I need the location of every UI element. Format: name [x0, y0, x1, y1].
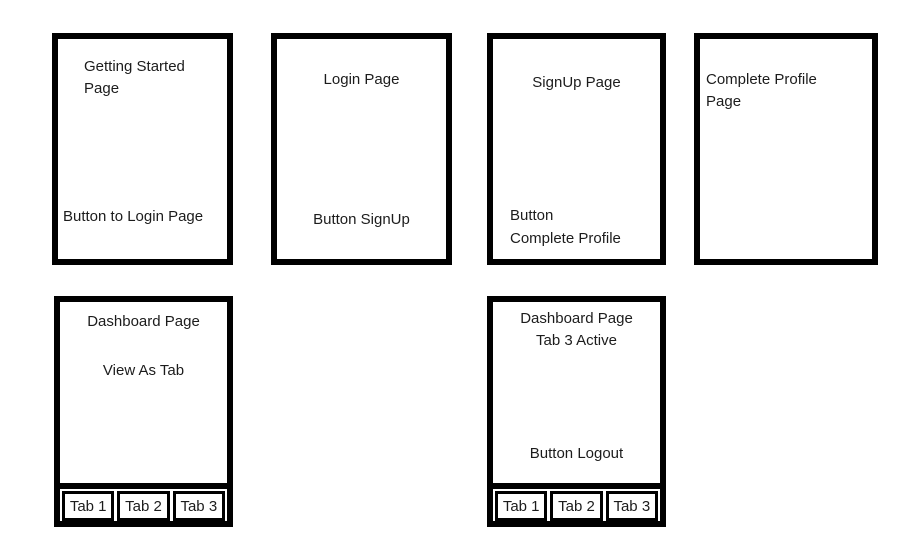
tab-1[interactable]: Tab 1	[62, 491, 115, 521]
frame-login-page: Login Page Button SignUp	[271, 33, 452, 265]
dashboard-tab3-page-title: Dashboard Page	[520, 310, 633, 327]
tab-3-active-label: Tab 3 Active	[536, 332, 617, 349]
frame-dashboard-page-tab3-active: Dashboard Page Tab 3 Active Button Logou…	[487, 296, 666, 527]
frame-complete-profile-page: Complete Profile Page	[694, 33, 878, 265]
complete-profile-page-title: Complete Profile Page	[706, 71, 817, 110]
frame-signup-page: SignUp Page Button Complete Profile	[487, 33, 666, 265]
getting-started-page-title: Getting Started Page	[84, 58, 185, 97]
frame-getting-started-page: Getting Started Page Button to Login Pag…	[52, 33, 233, 265]
tab-3[interactable]: Tab 3	[172, 491, 225, 521]
tab-2[interactable]: Tab 2	[550, 491, 603, 521]
logout-button-label[interactable]: Button Logout	[529, 445, 624, 462]
tab-3[interactable]: Tab 3	[605, 491, 658, 521]
complete-profile-button-label[interactable]: Button Complete Profile	[510, 207, 621, 247]
signup-button-label[interactable]: Button SignUp	[313, 211, 410, 228]
dashboard-content-area: Dashboard Page View As Tab	[60, 302, 227, 483]
login-page-title: Login Page	[323, 71, 400, 88]
dashboard-tab-bar: Tab 1 Tab 2 Tab 3	[60, 483, 227, 521]
tab-1[interactable]: Tab 1	[495, 491, 548, 521]
signup-page-title: SignUp Page	[532, 74, 621, 91]
dashboard-tab3-tab-bar: Tab 1 Tab 2 Tab 3	[493, 483, 660, 521]
view-as-tab-label: View As Tab	[102, 362, 185, 379]
login-page-button-label[interactable]: Button to Login Page	[63, 208, 204, 225]
dashboard-tab3-content-area: Dashboard Page Tab 3 Active Button Logou…	[493, 302, 660, 483]
dashboard-page-title: Dashboard Page	[87, 313, 200, 330]
frame-dashboard-page: Dashboard Page View As Tab Tab 1 Tab 2 T…	[54, 296, 233, 527]
tab-2[interactable]: Tab 2	[117, 491, 170, 521]
